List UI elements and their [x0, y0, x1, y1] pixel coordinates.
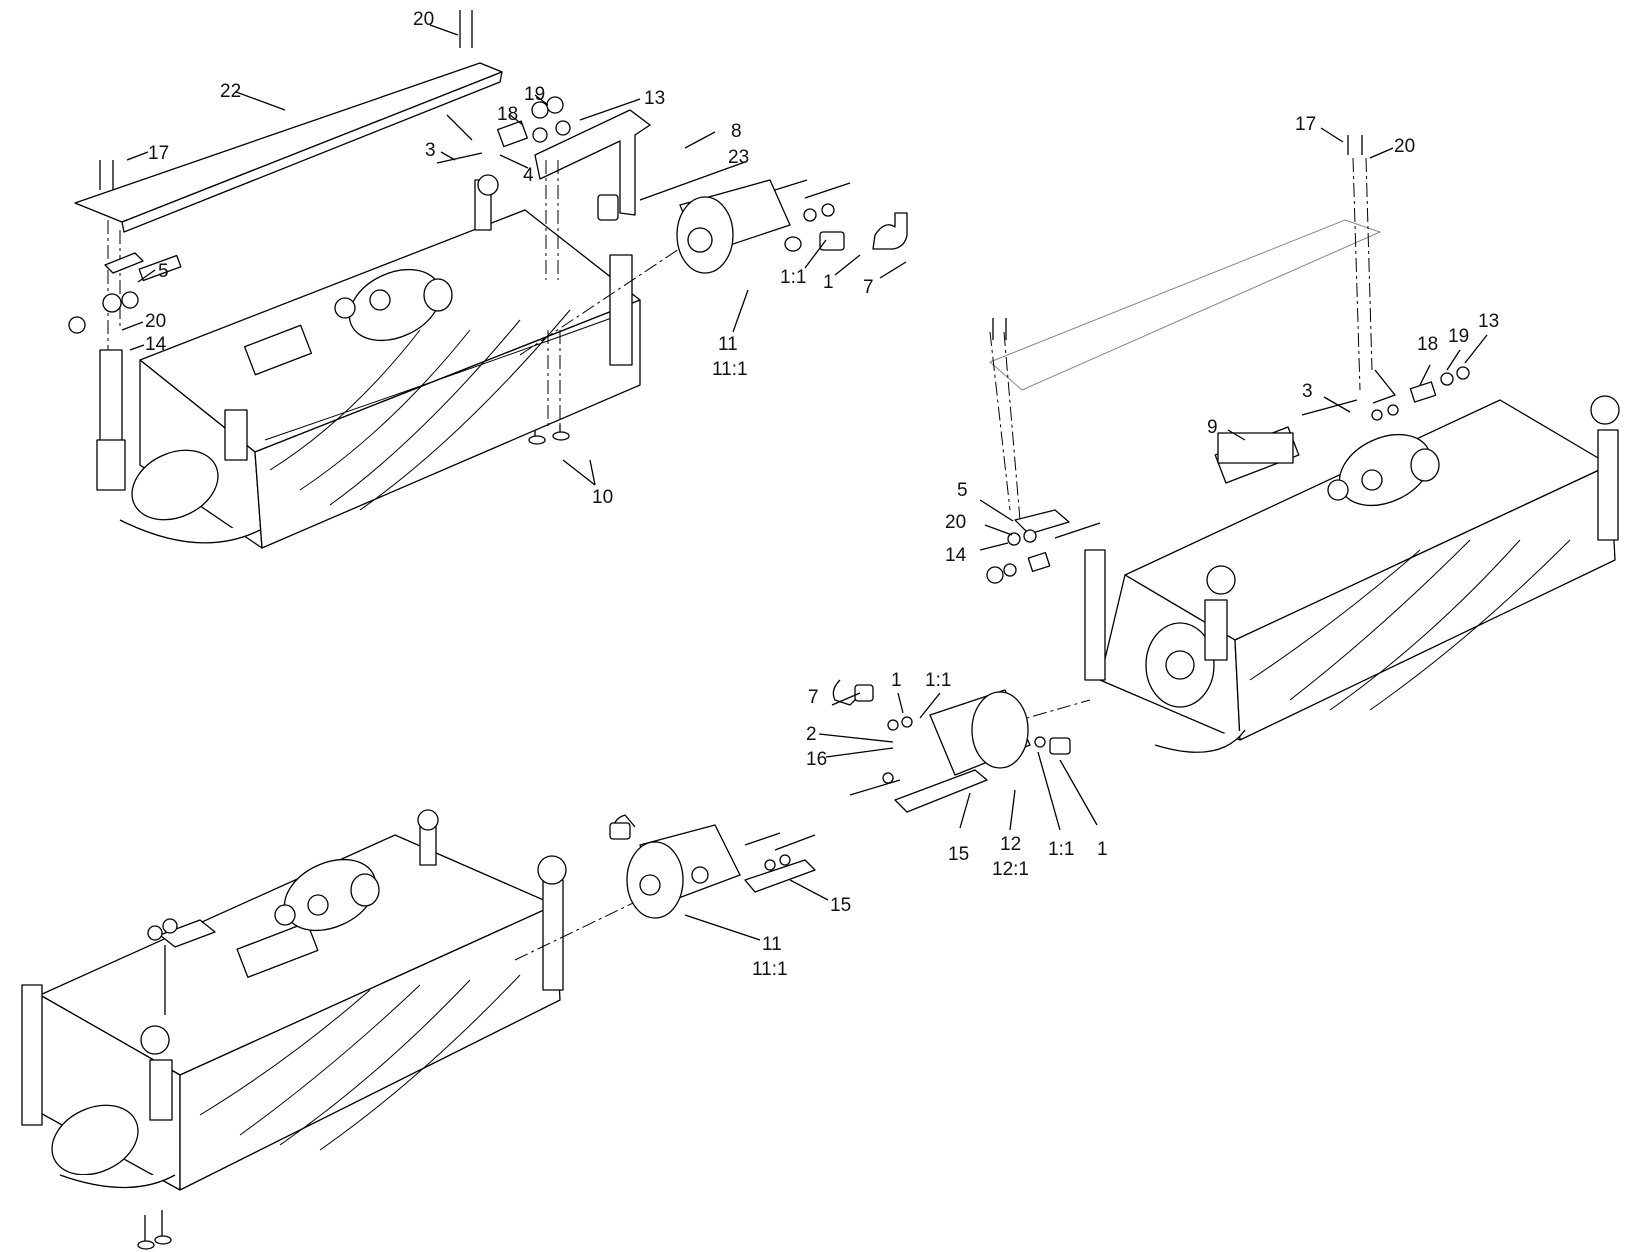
- frame-a: [96, 174, 641, 549]
- callout-a-3: 3: [425, 140, 436, 161]
- shield-22: [74, 62, 503, 352]
- leader-b-19: [1446, 349, 1461, 371]
- callout-b-13: 13: [1478, 311, 1499, 332]
- callout-a-7: 7: [863, 277, 874, 298]
- leader-b-3: [1323, 396, 1351, 413]
- callout-a-1to1: 1:1: [780, 267, 806, 288]
- leader-b-7: [831, 692, 861, 706]
- callout-a-23: 23: [728, 147, 749, 168]
- leader-a-1to1: [804, 239, 827, 269]
- callout-c-15: 15: [830, 895, 851, 916]
- callout-b-1to1: 1:1: [925, 670, 951, 691]
- leader-b-18: [1419, 364, 1431, 386]
- hardware-b: [986, 135, 1470, 584]
- callout-b-3: 3: [1302, 381, 1313, 402]
- leader-a-7: [879, 261, 907, 279]
- leader-b-20b: [984, 524, 1013, 536]
- leader-b-1to1b: [1037, 751, 1061, 831]
- leader-b-12: [1009, 789, 1016, 831]
- leader-b-1: [897, 692, 904, 714]
- leader-a-8: [684, 131, 716, 149]
- leader-a-22: [235, 91, 286, 111]
- leader-b-2: [818, 733, 894, 743]
- frame-b: [1084, 395, 1620, 753]
- hydraulic-motor-12-b: [832, 679, 1091, 813]
- callout-c-11: 11: [762, 934, 782, 955]
- leader-a-13: [579, 98, 641, 121]
- callouts-b: 17 20 18 19 13 3 9 5 20 14 7 1 1:1 2 16 …: [806, 114, 1499, 880]
- callout-c-11to1: 11:1: [752, 959, 788, 980]
- cutting-unit-assembly-a: 20 22 17 5 20 14 19 18 13 3 4 8 23 1:1 1…: [68, 9, 908, 549]
- callout-a-4: 4: [523, 165, 534, 186]
- callouts-a: 20 22 17 5 20 14 19 18 13 3 4 8 23 1:1 1…: [121, 9, 907, 508]
- callout-b-12: 12: [1000, 834, 1021, 855]
- callout-b-2: 2: [806, 724, 817, 745]
- callout-a-11to1: 11:1: [712, 359, 748, 380]
- callout-a-20: 20: [413, 9, 434, 30]
- leader-a-20: [429, 24, 459, 36]
- callout-a-8: 8: [731, 121, 742, 142]
- leader-a-1: [834, 254, 861, 276]
- leader-a-4: [499, 154, 529, 169]
- callout-b-15: 15: [948, 844, 969, 865]
- callout-b-5: 5: [957, 480, 968, 501]
- callout-b-17: 17: [1295, 114, 1316, 135]
- callout-b-1to1b: 1:1: [1048, 839, 1074, 860]
- frame-c: [21, 809, 567, 1250]
- leader-b-5: [979, 499, 1014, 522]
- callout-a-14: 14: [145, 334, 167, 355]
- callout-a-5: 5: [158, 261, 169, 282]
- callout-b-7: 7: [808, 687, 819, 708]
- leader-c-15: [789, 879, 829, 901]
- callout-a-19: 19: [524, 84, 545, 105]
- callout-b-12to1: 12:1: [992, 859, 1029, 880]
- leader-c-11: [684, 914, 761, 941]
- leader-a-18: [509, 114, 524, 126]
- leader-a-20b: [121, 321, 144, 331]
- leader-a-3: [440, 151, 456, 161]
- leader-a-10a: [562, 459, 596, 486]
- leader-a-19: [534, 94, 549, 106]
- leader-b-9: [1227, 429, 1246, 441]
- callout-b-18: 18: [1417, 334, 1438, 355]
- callout-a-22: 22: [220, 81, 241, 102]
- leader-b-14: [979, 542, 1009, 551]
- leader-b-1b: [1059, 759, 1098, 826]
- callout-b-14: 14: [945, 545, 967, 566]
- leader-b-13: [1464, 334, 1488, 364]
- leader-b-20: [1369, 147, 1394, 159]
- cutting-unit-assembly-b: 17 20 18 19 13 3 9 5 20 14 7 1 1:1 2 16 …: [806, 114, 1620, 880]
- callout-b-1: 1: [891, 670, 902, 691]
- callout-b-16: 16: [806, 749, 827, 770]
- callout-a-13: 13: [644, 88, 665, 109]
- leader-a-11: [732, 289, 749, 333]
- leader-a-17: [126, 151, 149, 161]
- leader-b-1to1: [919, 692, 941, 719]
- callout-a-1: 1: [823, 272, 834, 293]
- callout-a-18: 18: [497, 104, 518, 125]
- cutting-unit-assembly-c: 11 11:1 15: [21, 809, 851, 1250]
- leader-a-5: [137, 269, 156, 283]
- callout-b-20b: 20: [945, 512, 966, 533]
- callout-a-11: 11: [718, 334, 738, 355]
- callout-a-20b: 20: [145, 311, 166, 332]
- hardware-a: [68, 10, 651, 445]
- callout-b-20: 20: [1394, 136, 1415, 157]
- leader-b-16: [825, 747, 894, 758]
- leader-a-23: [639, 161, 746, 201]
- callout-b-9: 9: [1207, 417, 1218, 438]
- leader-b-15: [959, 792, 971, 829]
- callout-a-17: 17: [148, 143, 169, 164]
- leader-a-14: [129, 344, 145, 351]
- callouts-c: 11 11:1 15: [684, 879, 851, 980]
- hydraulic-motor-11-c: [514, 814, 816, 961]
- callout-b-1b: 1: [1097, 839, 1108, 860]
- hydraulic-motor-11-a: [519, 179, 908, 356]
- callout-a-10: 10: [592, 487, 613, 508]
- leader-a-10b: [589, 459, 596, 486]
- callout-b-19: 19: [1448, 326, 1469, 347]
- shield-b-ghost: [989, 157, 1382, 521]
- leader-b-17: [1320, 127, 1344, 143]
